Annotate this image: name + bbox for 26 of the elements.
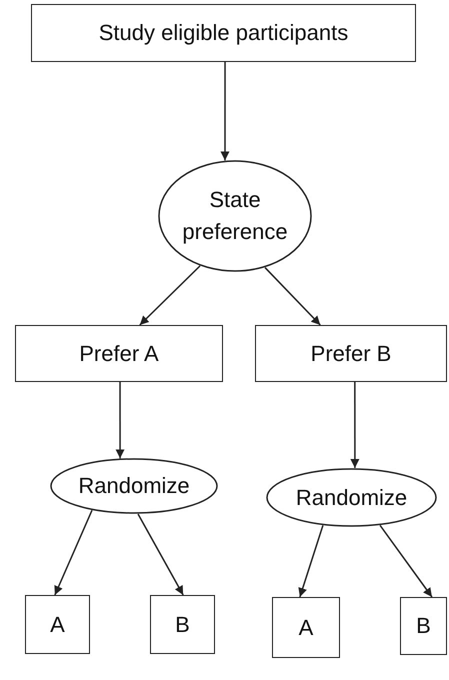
arrow [137, 514, 184, 596]
process-box [400, 597, 447, 655]
node-label: Randomize [296, 484, 408, 512]
node-label: B [175, 610, 190, 639]
process-box [15, 325, 223, 382]
process-box [150, 595, 215, 654]
process-box [255, 325, 447, 382]
arrow [298, 525, 324, 598]
process-box [25, 595, 90, 654]
arrow [139, 265, 201, 326]
node-label: Prefer A [79, 340, 159, 368]
node-label: State preference [181, 186, 289, 246]
node-label: B [416, 612, 431, 640]
node-label: Randomize [78, 472, 190, 500]
arrow [116, 382, 125, 458]
arrow [220, 62, 230, 160]
arrow [379, 524, 433, 598]
node-label: Study eligible participants [98, 19, 348, 48]
arrow [264, 267, 321, 326]
process-box [31, 4, 416, 62]
process-box [272, 597, 340, 658]
arrow [350, 382, 360, 468]
node-label: A [50, 610, 65, 639]
arrow [54, 510, 93, 596]
node-label: Prefer B [310, 340, 392, 368]
node-label: A [298, 614, 314, 642]
